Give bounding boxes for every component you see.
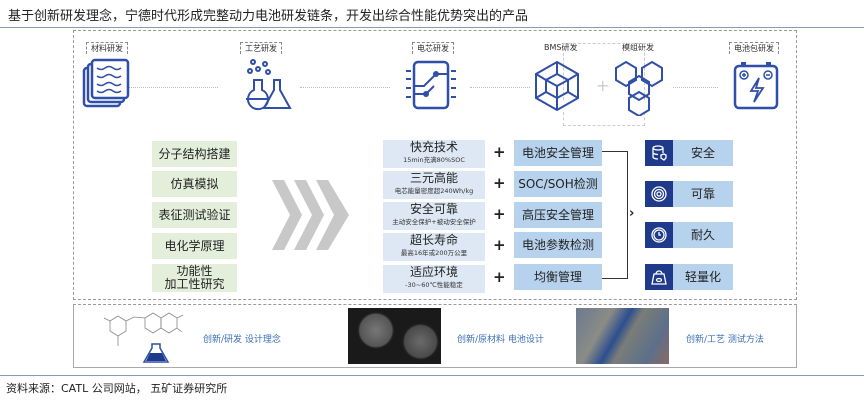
innovation-caption: 创新/原材料 电池设计 bbox=[457, 335, 544, 345]
bms-feature: 均衡管理 bbox=[514, 264, 602, 290]
plus-sign: + bbox=[493, 268, 506, 286]
outcome-durability: 耐久 bbox=[645, 222, 733, 248]
source-note: 资料来源：CATL 公司网站， 五矿证券研究所 bbox=[6, 382, 228, 395]
innovation-caption: 创新/研发 设计理念 bbox=[203, 335, 281, 345]
bms-module-bracket-top bbox=[563, 43, 645, 100]
plus-sign: + bbox=[493, 143, 506, 161]
cell-feature-fast-charge: 快充技术 15min充满80%SOC bbox=[383, 140, 485, 168]
flow-arrow bbox=[128, 87, 218, 88]
stage-label-pack: 电池包研发 bbox=[729, 42, 779, 54]
molecule-flask-image bbox=[103, 312, 184, 363]
bms-module-bracket-bottom bbox=[563, 112, 645, 126]
battery-pack-icon bbox=[733, 62, 779, 110]
module-hexagon-icon bbox=[615, 60, 663, 116]
title-divider bbox=[0, 27, 864, 28]
stage-label-bms: BMS研发 bbox=[544, 43, 578, 52]
research-item: 分子结构搭建 bbox=[152, 141, 237, 167]
bms-feature: SOC/SOH检测 bbox=[514, 171, 602, 197]
feature-title: 三元高能 bbox=[409, 171, 458, 185]
feature-subtitle: 电芯能量密度超240Wh/kg bbox=[394, 187, 474, 195]
innovation-panel bbox=[73, 304, 797, 368]
test-equipment-photo bbox=[576, 308, 669, 364]
feature-title: 适应环境 bbox=[409, 265, 458, 279]
cell-feature-lifespan: 超长寿命最高16年或200万公里 bbox=[383, 233, 485, 261]
plus-sign: + bbox=[493, 236, 506, 254]
flow-arrow bbox=[470, 87, 530, 88]
innovation-caption: 创新/工艺 测试方法 bbox=[686, 335, 764, 345]
cell-chip-icon bbox=[406, 60, 456, 110]
feature-title: 快充技术 bbox=[409, 140, 458, 154]
outcome-label: 轻量化 bbox=[684, 270, 721, 284]
rd-chain-panel bbox=[73, 30, 797, 300]
bms-feature: 电池安全管理 bbox=[514, 140, 602, 166]
feature-subtitle: 主动安全保护+被动安全保护 bbox=[392, 218, 476, 226]
research-item-line: 功能性 bbox=[176, 264, 213, 278]
outcome-label: 耐久 bbox=[690, 228, 715, 242]
flask-icon bbox=[246, 59, 292, 111]
outcome-label: 可靠 bbox=[690, 187, 715, 201]
research-item: 仿真模拟 bbox=[152, 171, 237, 197]
merge-bracket bbox=[602, 151, 628, 279]
chevron-arrows-icon bbox=[272, 180, 349, 250]
target-icon bbox=[645, 181, 673, 207]
research-item-line: 加工性研究 bbox=[164, 277, 225, 291]
cell-feature-environment: 适应环境 -30~60℃性能稳定 bbox=[383, 265, 485, 293]
flow-arrow bbox=[673, 87, 718, 88]
outcome-lightweight: 轻量化 bbox=[645, 264, 733, 290]
feature-subtitle: 最高16年或200万公里 bbox=[400, 249, 468, 257]
plus-icon: + bbox=[596, 76, 610, 95]
sem-material-image bbox=[348, 308, 441, 364]
stage-label-cell: 电芯研发 bbox=[412, 42, 454, 54]
cell-feature-ternary: 三元高能电芯能量密度超240Wh/kg bbox=[383, 171, 485, 199]
footer-divider bbox=[0, 375, 864, 376]
clock-icon bbox=[645, 222, 673, 248]
feature-subtitle: -30~60℃性能稳定 bbox=[405, 281, 463, 289]
plus-sign: + bbox=[493, 205, 506, 223]
outcome-safety: 安全 bbox=[645, 140, 733, 166]
page-title: 基于创新研发理念，宁德时代形成完整动力电池研发链条，开发出综合性能优势突出的产品 bbox=[8, 9, 529, 24]
cell-feature-safety: 安全可靠主动安全保护+被动安全保护 bbox=[383, 202, 485, 230]
stage-label-module: 模组研发 bbox=[622, 43, 654, 52]
bms-cube-icon bbox=[535, 60, 579, 112]
research-item: 表征测试验证 bbox=[152, 202, 237, 228]
plus-sign: + bbox=[493, 174, 506, 192]
weight-icon bbox=[645, 264, 673, 290]
stage-label-process: 工艺研发 bbox=[240, 42, 282, 54]
database-shield-icon bbox=[645, 140, 673, 166]
chevron-right-icon: › bbox=[629, 206, 635, 221]
outcome-reliability: 可靠 bbox=[645, 181, 733, 207]
bms-feature: 电池参数检测 bbox=[514, 232, 602, 258]
flow-arrow bbox=[300, 87, 390, 88]
research-item: 电化学原理 bbox=[152, 233, 237, 259]
stage-label-materials: 材料研发 bbox=[86, 42, 128, 54]
feature-title: 安全可靠 bbox=[409, 202, 458, 216]
research-item: 功能性 加工性研究 bbox=[152, 264, 237, 292]
outcome-label: 安全 bbox=[690, 146, 715, 160]
materials-icon bbox=[82, 58, 130, 108]
feature-subtitle: 15min充满80%SOC bbox=[403, 156, 465, 164]
bms-feature: 高压安全管理 bbox=[514, 202, 602, 228]
feature-title: 超长寿命 bbox=[409, 233, 458, 247]
